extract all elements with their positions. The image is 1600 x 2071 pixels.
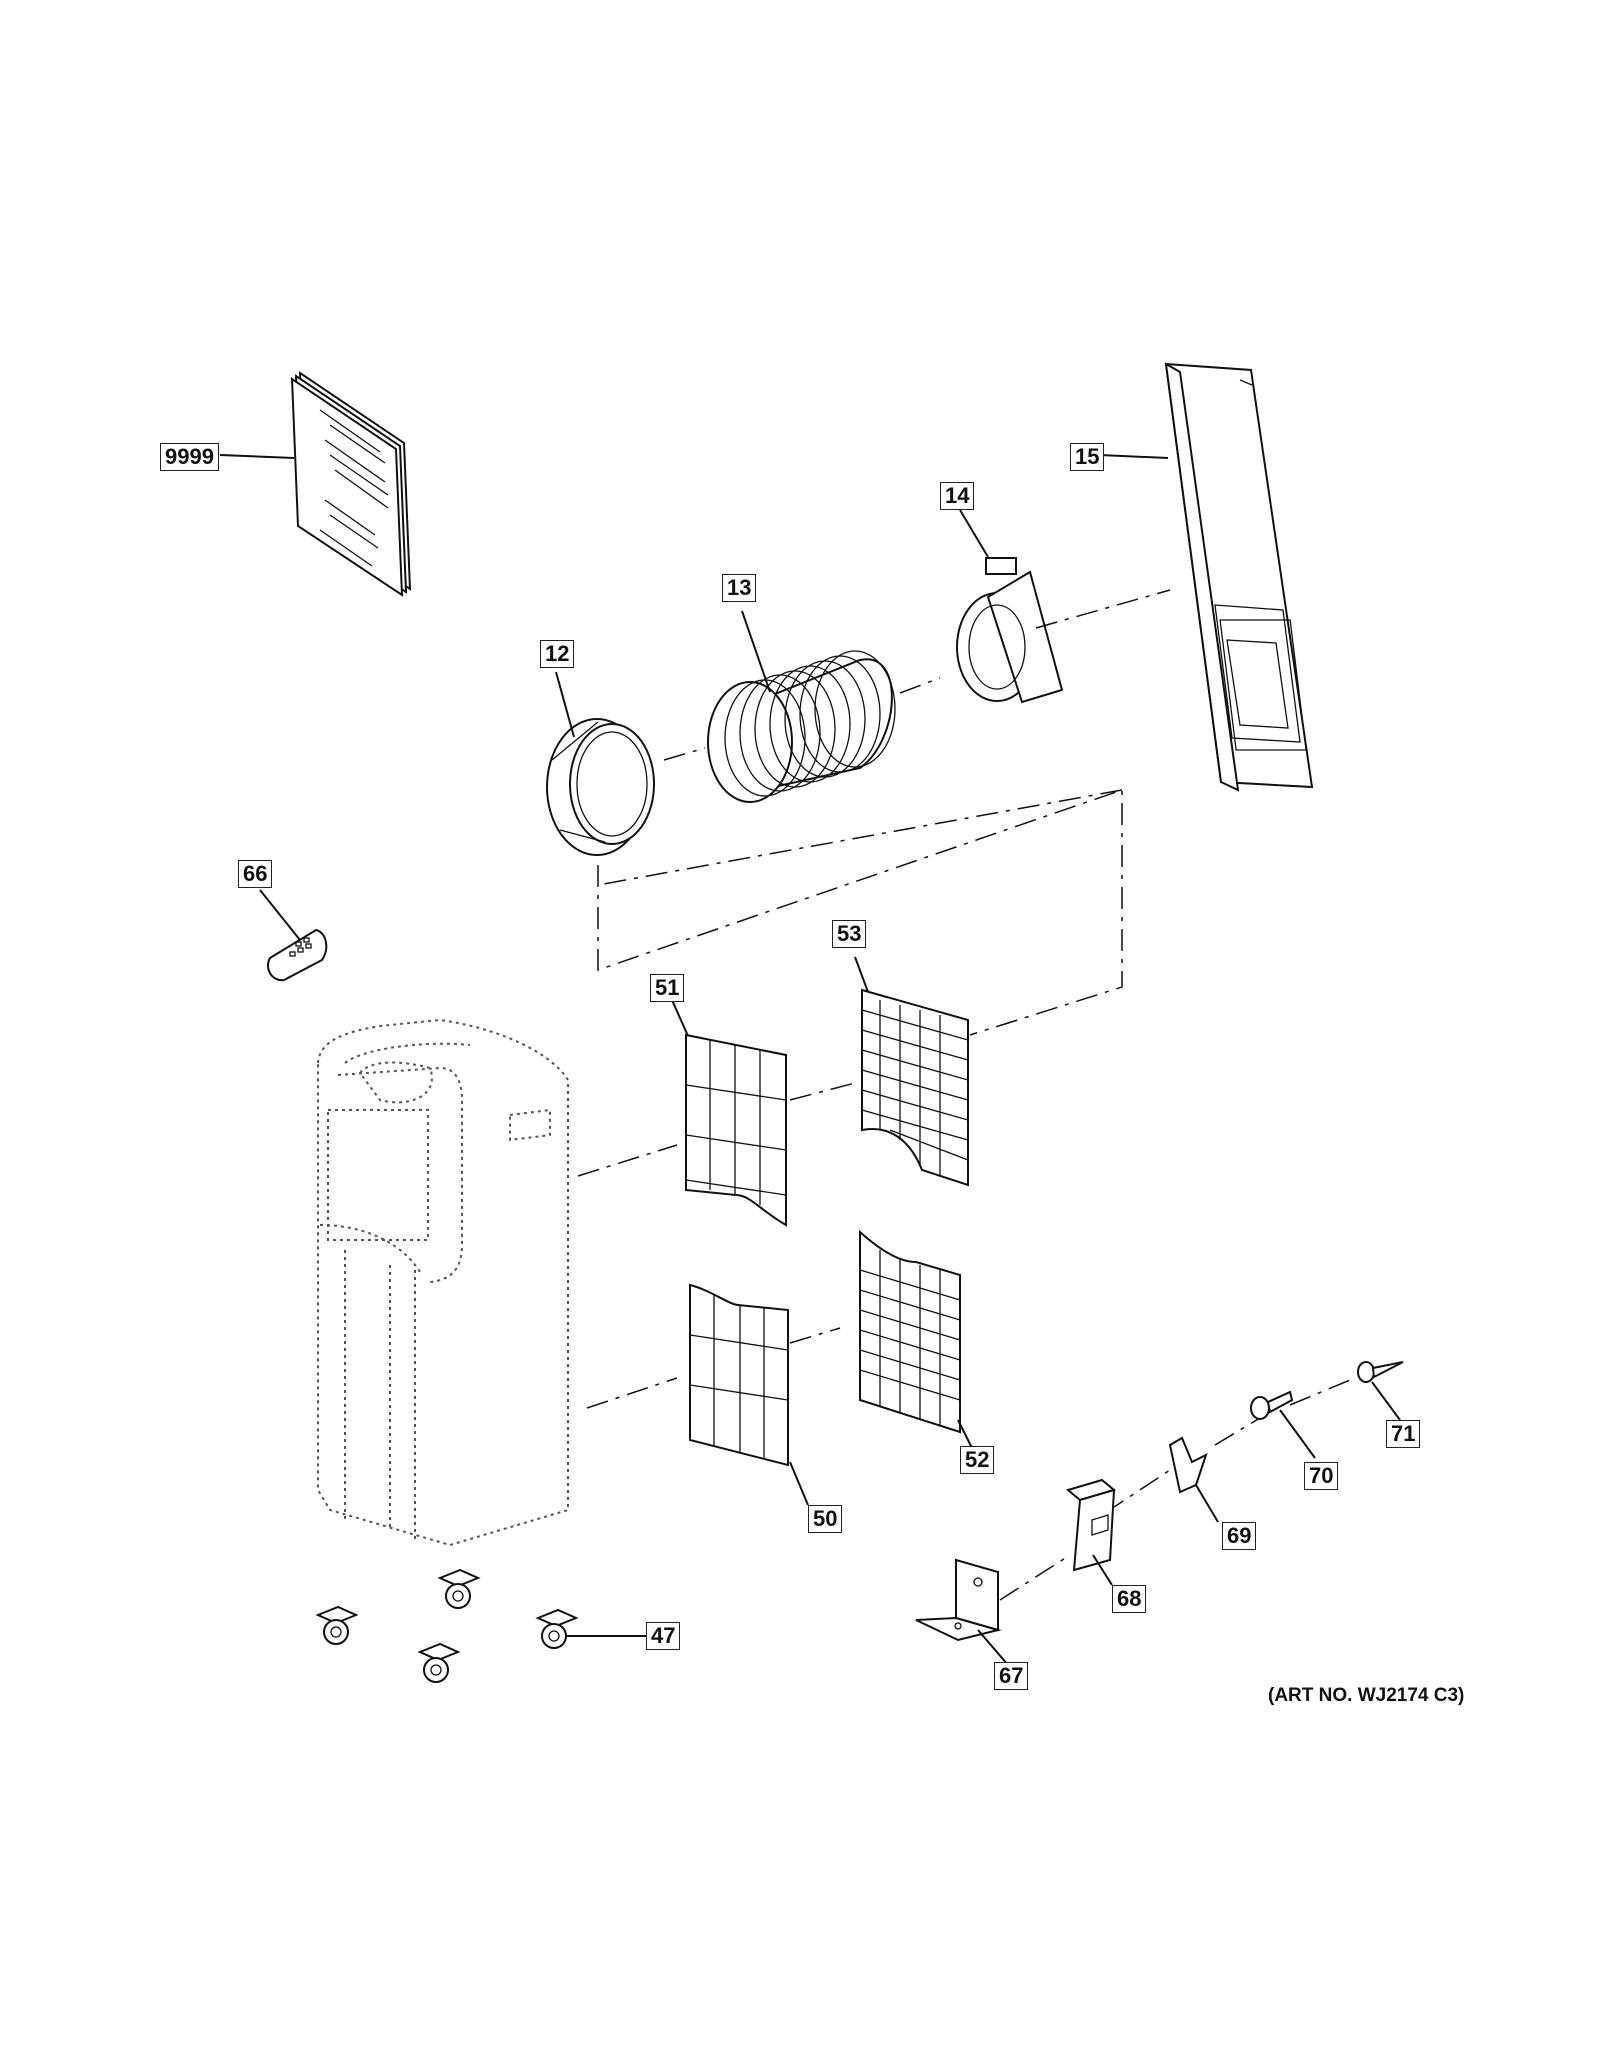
part-label-14: 14 [940,482,975,510]
leader-50 [789,1461,809,1506]
leader-53 [854,956,869,993]
hose-connector-drawing [546,718,655,856]
clip-69-drawing [1168,1436,1208,1494]
part-label-53: 53 [832,920,867,948]
window-adapter-drawing [956,557,1064,704]
leader-71 [1371,1381,1401,1421]
part-label-50: 50 [808,1505,843,1533]
filter-51-drawing [685,1033,787,1227]
leader-13 [741,610,771,693]
grille-52-drawing [859,1229,961,1434]
remote-control-drawing [266,928,328,982]
screw-70-drawing [1250,1390,1294,1420]
casters-drawing [315,1568,579,1683]
part-label-68: 68 [1112,1585,1147,1613]
air-conditioner-unit-outline [317,1018,569,1547]
leader-14 [959,509,989,558]
leader-68 [1092,1554,1113,1586]
part-label-9999: 9999 [160,443,219,471]
window-panel-drawing [1164,362,1314,792]
screw-71-drawing [1357,1361,1404,1383]
part-label-69: 69 [1222,1522,1257,1550]
connection-lines [577,589,1351,1601]
leader-67 [977,1629,1009,1666]
part-label-67: 67 [994,1662,1029,1690]
part-label-13: 13 [722,574,757,602]
exhaust-hose-drawing [707,650,896,803]
filter-50-drawing [689,1283,789,1467]
leader-15 [1099,454,1169,459]
part-label-15: 15 [1070,443,1105,471]
leader-66 [259,889,301,941]
leader-70 [1279,1409,1316,1459]
part-label-66: 66 [238,860,273,888]
part-label-70: 70 [1304,1462,1339,1490]
leader-51 [671,999,689,1037]
manual-drawing [290,371,412,597]
part-label-52: 52 [960,1446,995,1474]
part-label-71: 71 [1386,1420,1421,1448]
part-label-51: 51 [650,974,685,1002]
leader-69 [1195,1484,1219,1523]
leader-9999 [219,454,295,459]
bracket-68-drawing [1065,1478,1117,1572]
leader-12 [555,671,575,738]
part-label-12: 12 [540,640,575,668]
bracket-67-drawing [915,1558,1002,1642]
art-number: (ART NO. WJ2174 C3) [1268,1685,1465,1706]
grille-53-drawing [861,988,969,1187]
part-label-47: 47 [646,1622,681,1650]
